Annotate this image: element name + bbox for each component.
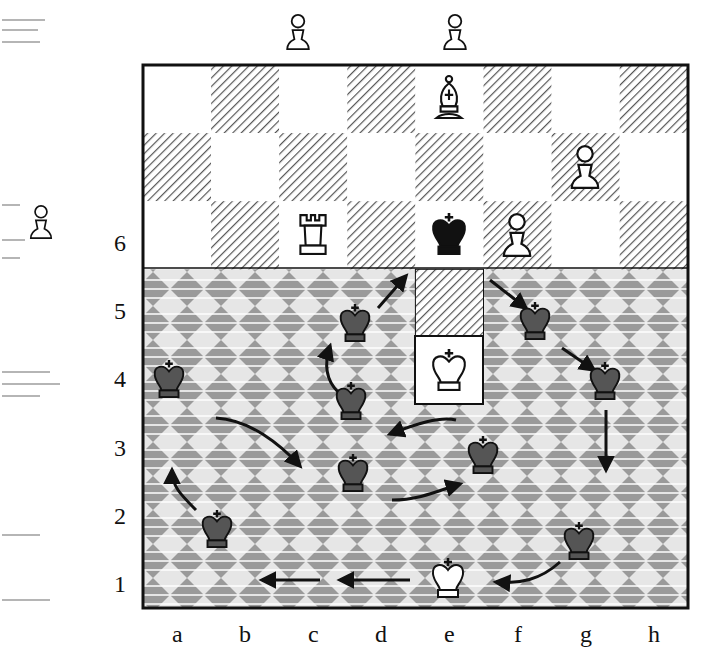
board-square (620, 65, 688, 133)
rank-number: 6 (114, 231, 126, 255)
board-square (552, 65, 620, 133)
file-letter: a (172, 622, 183, 646)
board-square (211, 133, 279, 201)
board-square (484, 65, 552, 133)
board-square (347, 201, 415, 269)
board-square (143, 65, 211, 133)
board-square (620, 201, 688, 269)
file-letter: g (580, 622, 592, 646)
board-square (279, 133, 347, 201)
file-letter: d (375, 622, 387, 646)
file-letter: h (648, 622, 660, 646)
board-square (552, 201, 620, 269)
board-square (415, 269, 483, 337)
board-square (347, 65, 415, 133)
board-square (143, 133, 211, 201)
board-square (279, 65, 347, 133)
rank-number: 1 (114, 572, 126, 596)
file-letter: f (514, 622, 522, 646)
file-letter: e (444, 622, 455, 646)
board-square (415, 133, 483, 201)
board-square (143, 201, 211, 269)
board-square (347, 133, 415, 201)
rank-number: 3 (114, 436, 126, 460)
file-letter: c (308, 622, 319, 646)
board-square (484, 201, 552, 269)
board-square (415, 65, 483, 133)
board-square (552, 133, 620, 201)
board-square (484, 133, 552, 201)
board-square (279, 201, 347, 269)
rank-number: 2 (114, 504, 126, 528)
file-letter: b (239, 622, 251, 646)
rank-number: 4 (114, 367, 126, 391)
board-square (415, 201, 483, 269)
board-square (211, 65, 279, 133)
board-square (211, 201, 279, 269)
board-square (620, 133, 688, 201)
rank-number: 5 (114, 299, 126, 323)
